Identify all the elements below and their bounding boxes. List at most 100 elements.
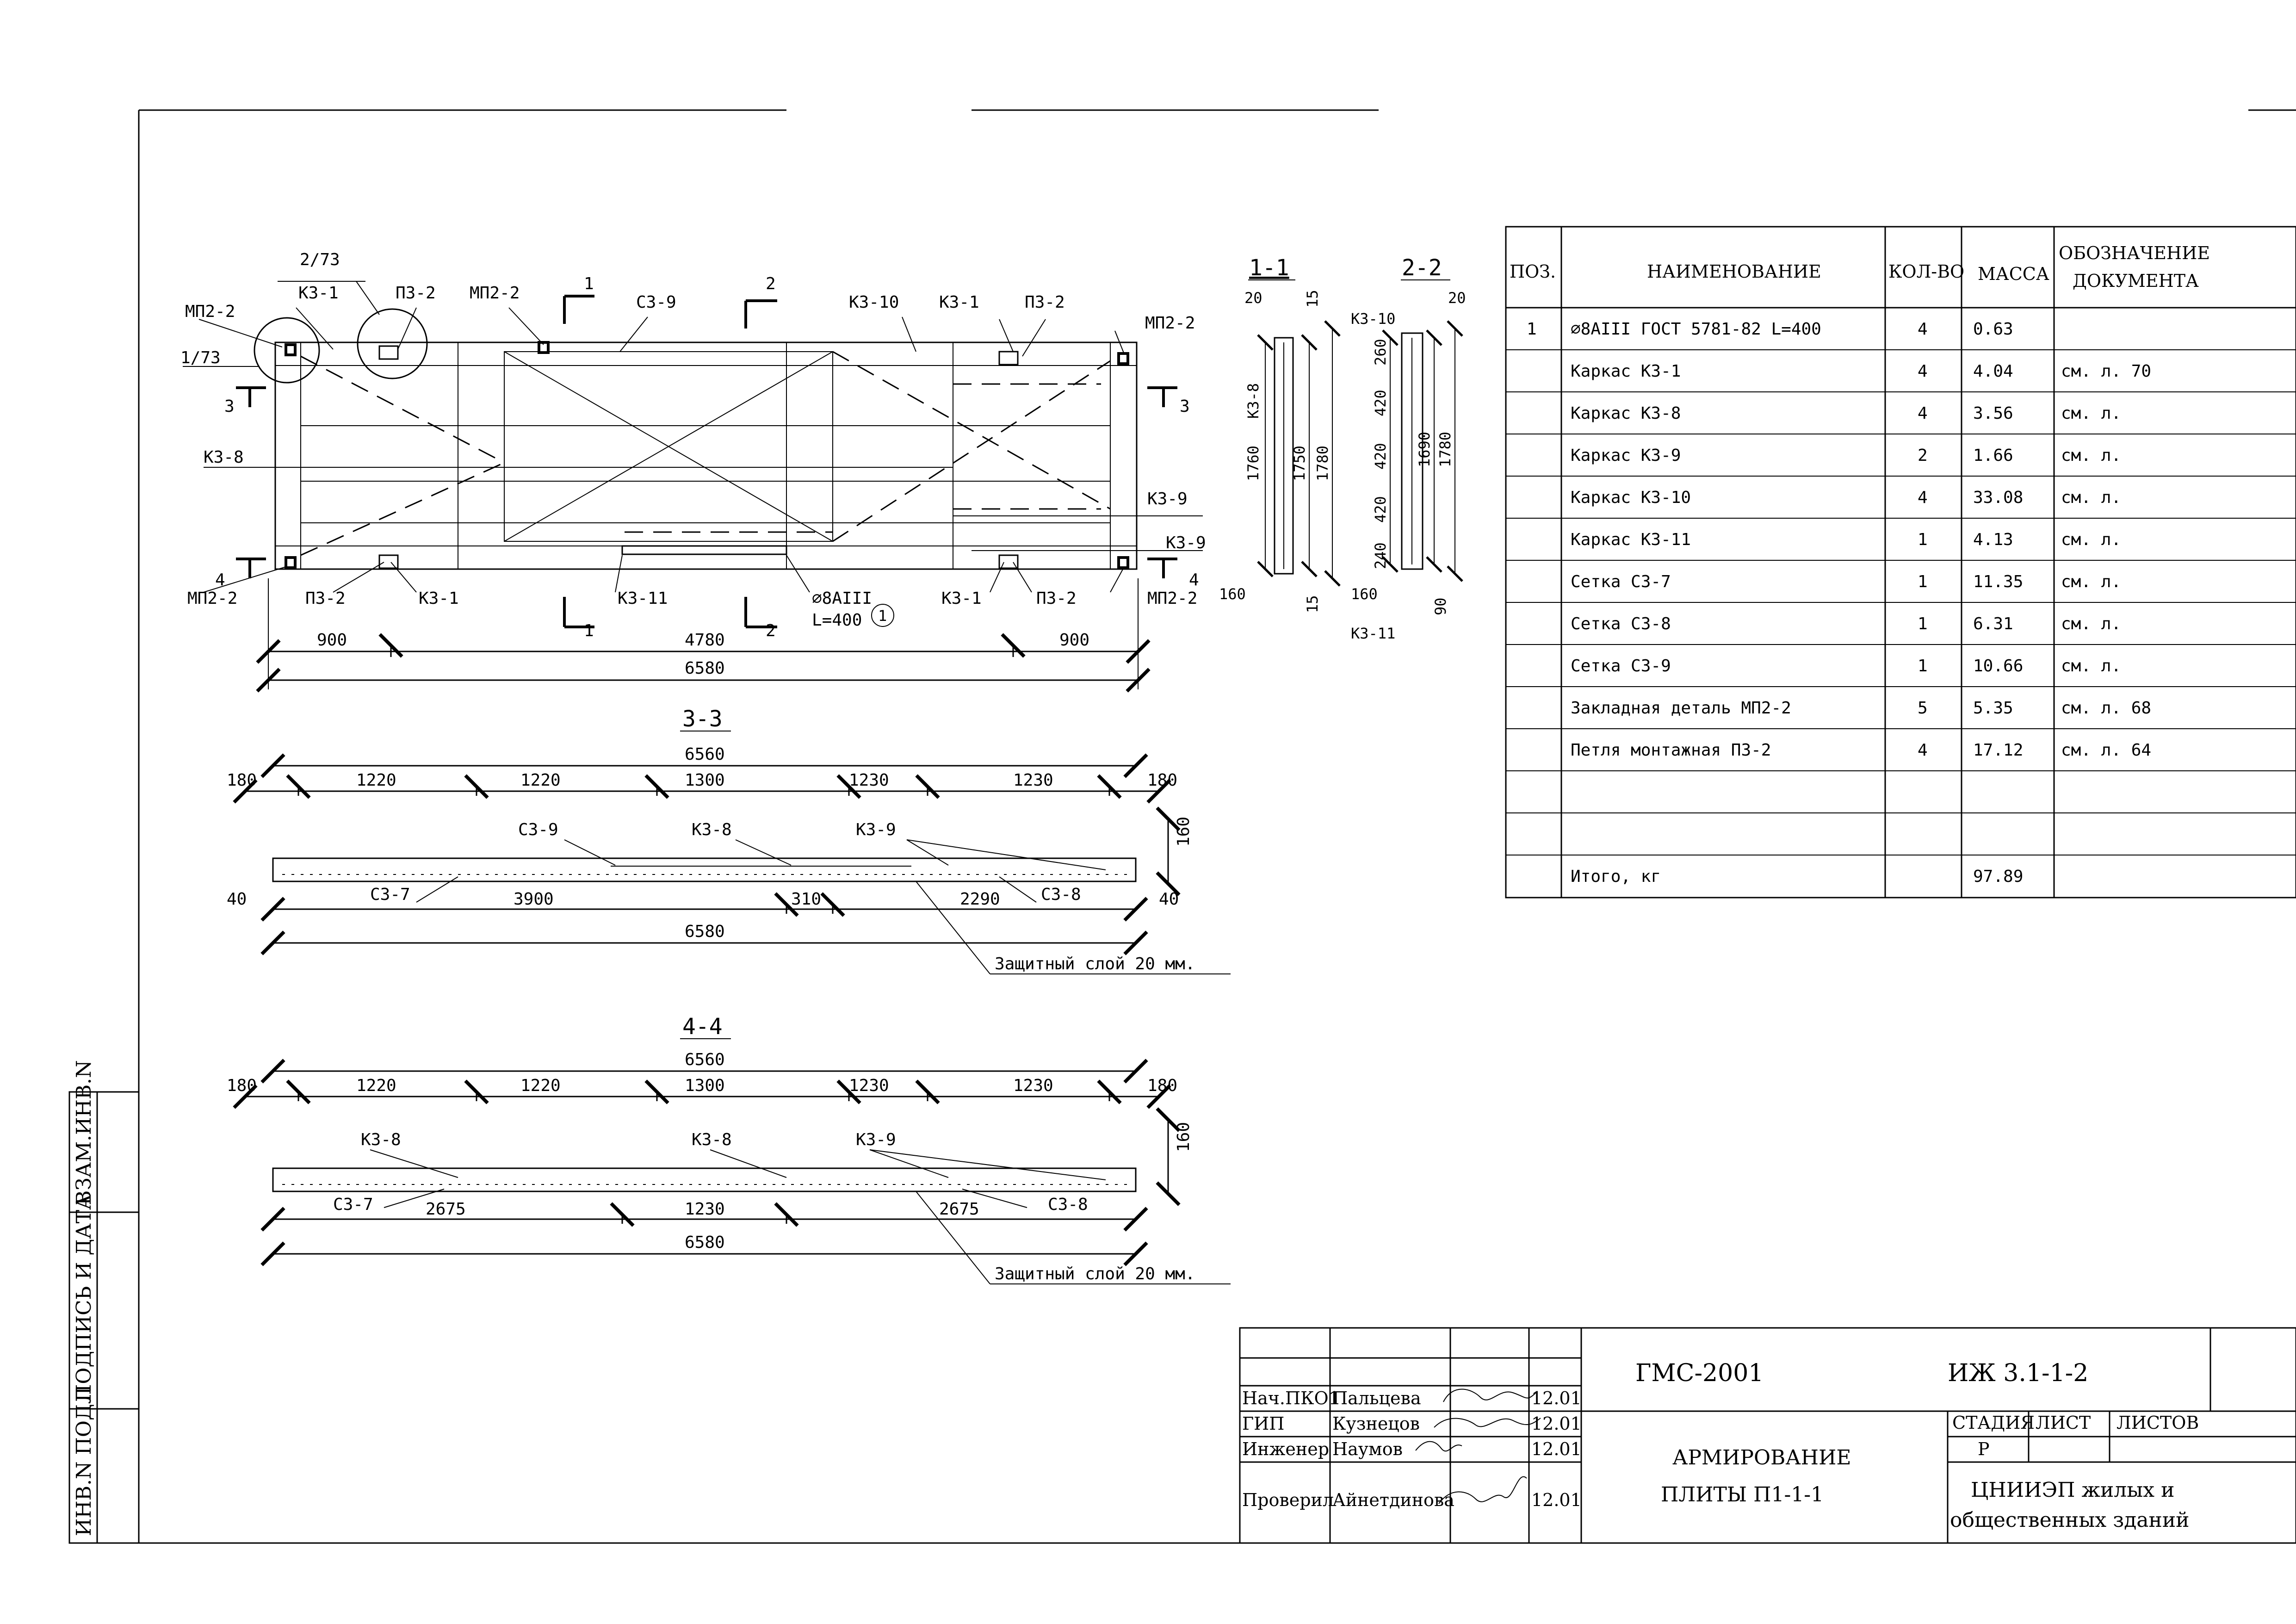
section-3-3-dim-1220b: 1220 (520, 771, 561, 790)
spec-cell-mass: 1.66 (1973, 446, 2013, 465)
spec-cell-name: Каркас К3-1 (1571, 362, 1681, 381)
section-4-4-dim-1230b: 1230 (1013, 1076, 1053, 1095)
section-2-2-title: 2-2 (1402, 255, 1442, 281)
section-1-1-label-k3-8: К3-8 (1244, 383, 1262, 419)
role-2: ГИП (1242, 1413, 1284, 1434)
spec-cell-qty: 1 (1918, 657, 1928, 676)
section-4-4-label-k3-8a: К3-8 (361, 1130, 401, 1149)
plan-view: 2/73 1/73 МП2-2 К3-1 П3-2 МП2-2 1 С3-9 2… (180, 250, 1206, 693)
section-1-1-dim-1760: 1760 (1244, 446, 1262, 481)
spec-cell-name: Сетка С3-7 (1571, 572, 1671, 591)
section-2-2: 2-2 20 К3-10 260 420 420 420 240 1690 17… (1351, 255, 1466, 642)
lifting-loop-p3-2 (998, 351, 1019, 366)
side-stamp-inv: ИНВ.N ПОДЛ (72, 1387, 96, 1536)
section-3-3-dim-1230b: 1230 (1013, 771, 1053, 790)
section-4-4: 4-4 6560 180 1220 1220 1300 1230 1230 18… (227, 1014, 1231, 1284)
section-3-3-label-s3-8: С3-8 (1041, 885, 1081, 904)
section-4-4-label-k3-8b: К3-8 (692, 1130, 732, 1149)
label-cut-2-bottom: 2 (766, 621, 776, 640)
spec-cell-qty: 4 (1918, 741, 1928, 760)
label-mp2-2-top: МП2-2 (470, 284, 520, 303)
section-1-1: 1-1 20 15 15 1760 1750 1780 К3-8 160 (1219, 255, 1341, 613)
section-2-2-dim-160: 160 (1351, 585, 1378, 603)
section-2-2-label-k3-10: К3-10 (1351, 310, 1395, 328)
spec-cell-doc: см. л. (2061, 614, 2121, 633)
title-block: ГМС-2001 ИЖ 3.1-1-2 АРМИРОВАНИЕ ПЛИТЫ П1… (1239, 1327, 2296, 1544)
section-4-4-cover-note: Защитный слой 20 мм. (995, 1264, 1195, 1283)
slab-outline (274, 341, 1138, 570)
label-mp2-2-tr: МП2-2 (1145, 314, 1195, 333)
section-3-3-dim-1220a: 1220 (356, 771, 396, 790)
dim-6580-plan: 6580 (685, 659, 725, 678)
label-cut-3-left: 3 (224, 397, 235, 416)
section-2-2-label-k3-11: К3-11 (1351, 625, 1395, 642)
role-1: Нач.ПКО1 (1242, 1388, 1340, 1408)
embedded-part-mp2-2 (285, 556, 297, 569)
spec-cell-mass: 11.35 (1973, 572, 2023, 591)
section-3-3-dim-180-left: 180 (227, 771, 257, 790)
section-2-2-dim-420b: 420 (1372, 443, 1389, 470)
section-3-3-dim-180-right: 180 (1147, 771, 1177, 790)
label-cut-1-bottom: 1 (584, 621, 594, 640)
section-1-1-dim-15b: 15 (1304, 595, 1321, 613)
signature-3 (1415, 1441, 1462, 1452)
person-3: Наумов (1332, 1439, 1403, 1459)
label-p3-2-bl: П3-2 (305, 589, 346, 608)
role-4: Проверил (1242, 1490, 1334, 1510)
label-k3-1-tl: К3-1 (298, 284, 339, 303)
section-3-3-dim-160: 160 (1174, 817, 1193, 847)
side-stamp-vzam: ВЗАМ.ИНВ.N (72, 1060, 96, 1205)
section-3-3-label-s3-9: С3-9 (518, 820, 558, 839)
label-cut-2-top: 2 (766, 274, 776, 293)
spec-header-doc-1: ОБОЗНАЧЕНИЕ (2059, 243, 2210, 263)
section-4-4-dim-6560: 6560 (685, 1050, 725, 1069)
date-2: 12.01 (1531, 1413, 1582, 1434)
label-k3-11-plan: К3-11 (618, 589, 668, 608)
spec-cell-name: Каркас К3-9 (1571, 446, 1681, 465)
section-4-4-dim-1230: 1230 (685, 1200, 725, 1219)
section-3-3-dim-2290: 2290 (960, 890, 1000, 909)
spec-cell-qty: 1 (1918, 572, 1928, 591)
label-p3-2-br: П3-2 (1036, 589, 1077, 608)
label-k3-9-plan: К3-9 (1147, 490, 1188, 508)
label-k3-8: К3-8 (204, 448, 244, 467)
section-2-2-dim-90: 90 (1432, 597, 1449, 615)
dim-900-left: 900 (317, 631, 347, 650)
section-1-1-title: 1-1 (1249, 255, 1289, 281)
embedded-part-mp2-2 (1117, 556, 1129, 569)
section-3-3-dim-1230a: 1230 (849, 771, 889, 790)
spec-cell-mass: 5.35 (1973, 699, 2013, 718)
section-2-2-dim-20: 20 (1448, 289, 1466, 307)
section-4-4-label-k3-9: К3-9 (856, 1130, 896, 1149)
label-k3-1-br: К3-1 (941, 589, 982, 608)
section-3-3-dim-3900: 3900 (514, 890, 554, 909)
person-4: Айнетдинова (1332, 1490, 1454, 1510)
section-3-3-label-k3-8: К3-8 (692, 820, 732, 839)
spec-cell-qty: 4 (1918, 404, 1928, 423)
spec-cell-qty: 1 (1918, 530, 1928, 549)
org-line-1: ЦНИИЭП жилых и (1971, 1478, 2174, 1502)
spec-header-pos: ПОЗ. (1510, 261, 1556, 282)
lifting-loop-p3-2 (998, 554, 1019, 569)
org-line-2: общественных зданий (1950, 1508, 2190, 1532)
role-3: Инженер (1242, 1439, 1329, 1459)
section-4-4-label-s3-8: С3-8 (1048, 1195, 1088, 1214)
section-1-1-dim-20: 20 (1244, 289, 1262, 307)
section-4-4-dim-180-left: 180 (227, 1076, 257, 1095)
spec-cell-doc: см. л. (2061, 446, 2121, 465)
spec-cell-doc: см. л. (2061, 657, 2121, 676)
label-bar-pos: 1 (878, 607, 887, 625)
dim-900-right: 900 (1059, 631, 1089, 650)
label-mp2-2-bl: МП2-2 (187, 589, 237, 608)
date-3: 12.01 (1531, 1439, 1582, 1459)
title-code: ГМС-2001 (1635, 1359, 1764, 1387)
side-stamp-podpis: ПОДПИСЬ И ДАТА (72, 1195, 96, 1402)
section-4-4-dim-160: 160 (1174, 1122, 1193, 1152)
section-2-2-dim-420c: 420 (1372, 496, 1389, 523)
title-line-1: АРМИРОВАНИЕ (1672, 1446, 1851, 1469)
section-4-4-dim-6580: 6580 (685, 1233, 725, 1252)
section-3-3: 3-3 6560 180 1220 1220 1300 1230 1230 18… (227, 706, 1231, 974)
section-1-1-dim-15a: 15 (1304, 290, 1321, 308)
lifting-loop-p3-2 (378, 345, 399, 360)
